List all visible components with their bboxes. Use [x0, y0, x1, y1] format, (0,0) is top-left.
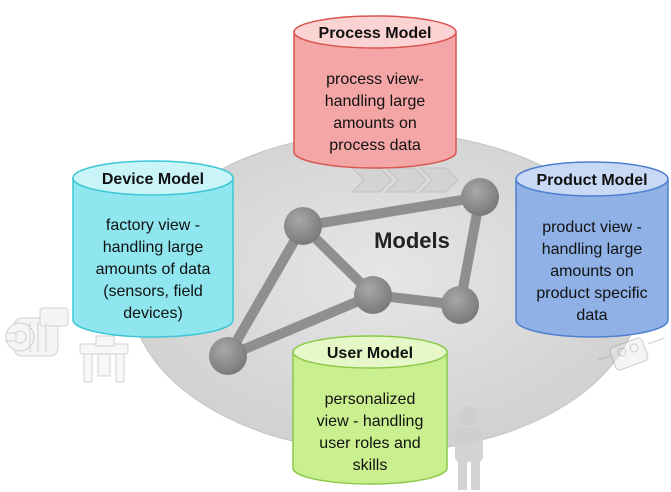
network-node	[461, 178, 499, 216]
network-node	[354, 276, 392, 314]
network-node	[209, 337, 247, 375]
person-icon	[455, 406, 483, 490]
process-model-cylinder: Process Model process view- handling lar…	[293, 15, 457, 169]
motor-icon	[5, 307, 69, 357]
device-model-line: devices)	[123, 305, 183, 322]
network-edge	[223, 290, 378, 361]
product-model-line: amounts on	[550, 263, 634, 280]
process-model-line: handling large	[325, 93, 426, 110]
network-nodes	[209, 178, 499, 375]
chevron-icon	[418, 167, 459, 193]
device-model-line: amounts of data	[96, 261, 211, 278]
user-model-title: User Model	[327, 345, 413, 362]
device-model-cylinder: Device Model factory view - handling lar…	[72, 160, 234, 338]
product-model-title: Product Model	[536, 172, 647, 189]
sensor-device-icon	[597, 337, 665, 371]
product-model-line: product view -	[542, 219, 642, 236]
product-model-line: data	[576, 307, 607, 324]
bracket-icon	[79, 335, 129, 383]
process-model-line: process view-	[326, 71, 424, 88]
network-node	[284, 207, 322, 245]
network-node	[441, 286, 479, 324]
network-edge	[298, 192, 485, 231]
user-model-line: skills	[353, 457, 388, 474]
device-model-line: handling large	[103, 239, 204, 256]
product-model-line: handling large	[542, 241, 643, 258]
device-model-line: (sensors, field	[103, 283, 203, 300]
process-flow-chevrons	[350, 167, 459, 193]
user-model-cylinder: User Model personalized view - handling …	[292, 335, 448, 485]
process-model-line: process data	[329, 137, 421, 154]
product-model-cylinder: Product Model product view - handling la…	[515, 161, 669, 338]
product-model-line: product specific	[536, 285, 647, 302]
user-model-line: personalized	[325, 391, 416, 408]
chevron-icon	[384, 167, 427, 193]
network-edge	[223, 221, 308, 361]
device-model-line: factory view -	[106, 217, 200, 234]
process-model-line: amounts on	[333, 115, 417, 132]
center-label: Models	[374, 228, 450, 253]
process-model-title: Process Model	[319, 25, 432, 42]
user-model-line: view - handling	[317, 413, 424, 430]
user-model-line: user roles and	[319, 435, 420, 452]
device-model-title: Device Model	[102, 171, 204, 188]
